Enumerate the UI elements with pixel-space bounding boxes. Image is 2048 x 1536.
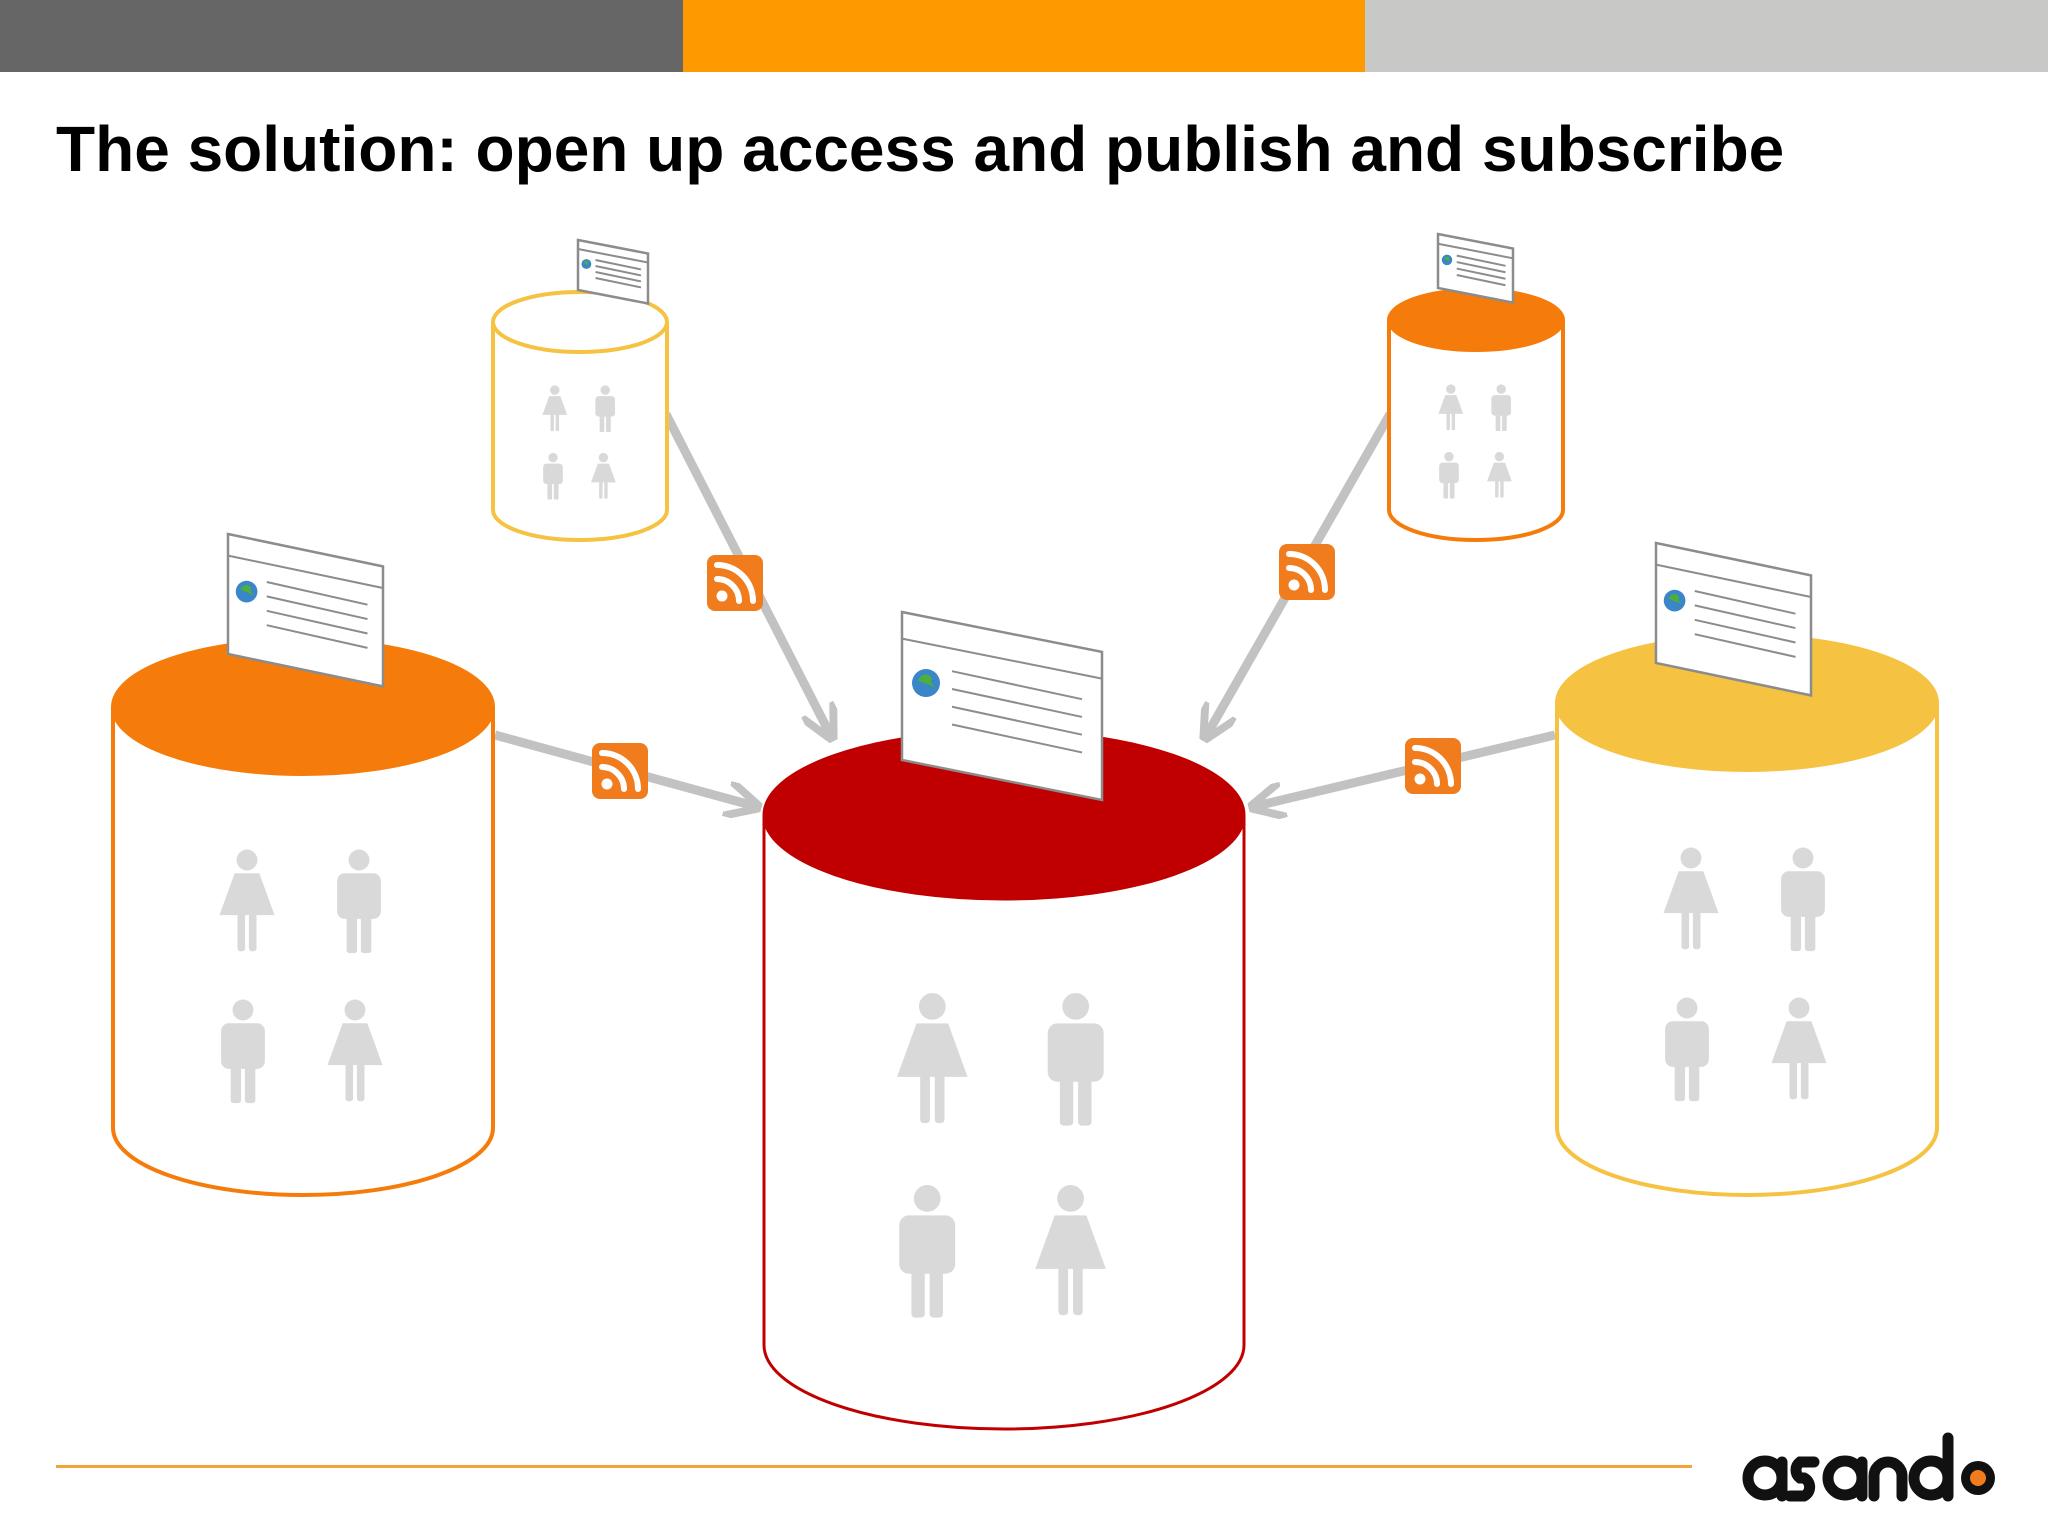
person-male-icon (543, 452, 563, 500)
person-female-icon (1663, 847, 1719, 950)
arrow-icon (1252, 730, 1557, 807)
globe-icon (1663, 589, 1687, 612)
person-male-icon (1491, 384, 1512, 432)
globe-icon (1441, 254, 1453, 266)
web-page-icon (576, 238, 650, 306)
globe-icon (581, 259, 592, 269)
person-female-icon (1771, 997, 1827, 1100)
top-color-bar (0, 0, 2048, 72)
person-male-icon (1665, 997, 1709, 1102)
source-database-right-yellow (1555, 541, 1939, 1197)
globe-icon (912, 669, 942, 698)
asando-logo (1742, 1432, 1995, 1502)
person-female-icon (1438, 384, 1464, 431)
web-page-icon (900, 610, 1104, 802)
database-cylinder-icon (491, 322, 669, 542)
web-page-icon (1436, 232, 1515, 305)
database-cylinder-icon (762, 815, 1246, 1431)
database-cylinder-icon (1387, 320, 1565, 542)
rss-feed-icon (592, 743, 648, 799)
person-male-icon (221, 999, 265, 1104)
rss-feed-icon (1279, 544, 1335, 600)
web-page-icon (1654, 541, 1813, 697)
person-male-icon (595, 385, 616, 433)
person-female-icon (542, 385, 568, 432)
person-female-icon (327, 999, 383, 1102)
footer-line (56, 1465, 1692, 1468)
database-cylinder-icon (111, 707, 495, 1197)
hub-database (762, 610, 1246, 1431)
rss-feed-icon (707, 555, 763, 611)
person-female-icon (219, 849, 275, 952)
person-female-icon (1487, 451, 1512, 498)
person-male-icon (1047, 993, 1104, 1126)
person-male-icon (337, 849, 381, 954)
source-database-left-orange (111, 532, 495, 1197)
person-female-icon (1035, 1185, 1106, 1316)
person-female-icon (897, 993, 968, 1124)
top-bar-segment-dark (0, 0, 683, 72)
slide-title: The solution: open up access and publish… (56, 113, 1785, 185)
source-database-small-yellow (491, 238, 669, 542)
top-bar-segment-light (1365, 0, 2048, 72)
rss-feed-icon (1405, 738, 1461, 794)
source-database-small-orange (1387, 232, 1565, 542)
person-male-icon (1439, 451, 1459, 499)
web-page-icon (226, 532, 385, 688)
person-male-icon (899, 1185, 956, 1318)
top-bar-segment-orange (682, 0, 1366, 72)
person-female-icon (591, 452, 616, 499)
person-male-icon (1781, 847, 1825, 952)
database-cylinder-icon (1555, 703, 1939, 1197)
globe-icon (235, 580, 259, 603)
